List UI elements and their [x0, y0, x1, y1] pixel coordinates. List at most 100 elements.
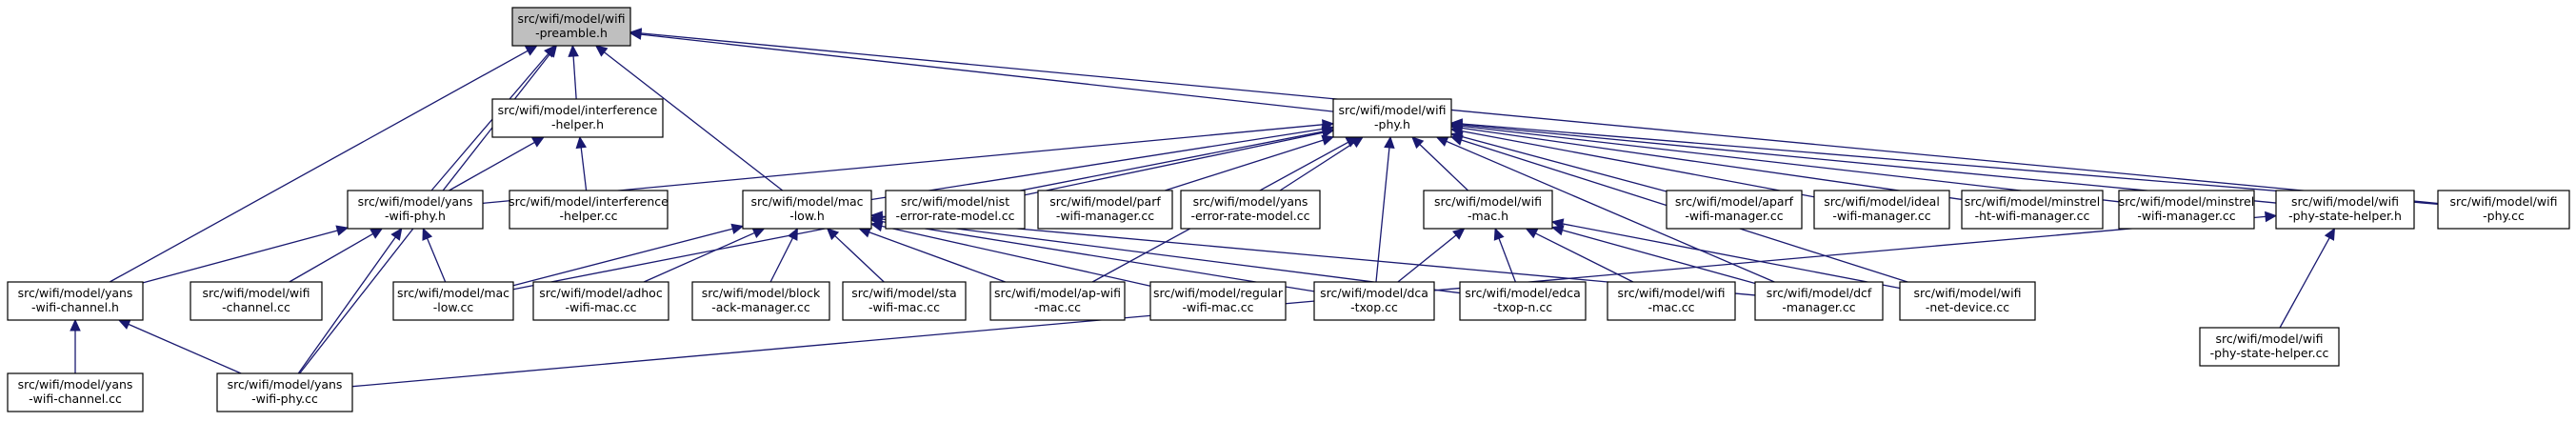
node-label-line: -phy.h — [1374, 117, 1410, 131]
node-state-helper-h[interactable]: src/wifi/model/wifi-phy-state-helper.h — [2275, 190, 2415, 230]
edge-regular-to-mac_low_h — [881, 225, 1151, 287]
node-regular[interactable]: src/wifi/model/regular-wifi-mac.cc — [1149, 281, 1287, 321]
arrowhead-icon — [629, 28, 642, 39]
nodes-layer: src/wifi/model/wifi-preamble.hsrc/wifi/m… — [7, 7, 2570, 412]
edge-yans_channel_h-to-yans_phy_h — [142, 230, 338, 284]
node-label-line: -preamble.h — [535, 26, 608, 40]
node-box — [1459, 281, 1587, 321]
node-label-line: -phy-state-helper.cc — [2210, 346, 2329, 360]
node-yans-err[interactable]: src/wifi/model/yans-error-rate-model.cc — [1180, 190, 1321, 230]
node-block[interactable]: src/wifi/model/block-ack-manager.cc — [691, 281, 830, 321]
node-box — [842, 281, 967, 321]
node-interference-cc[interactable]: src/wifi/model/interference-helper.cc — [509, 190, 669, 230]
node-minstrel-ht[interactable]: src/wifi/model/minstrel-ht-wifi-manager.… — [1961, 190, 2104, 230]
node-box — [1037, 190, 1173, 230]
node-label-line: src/wifi/model/mac — [750, 194, 863, 209]
node-label-line: src/wifi/model/regular — [1153, 286, 1284, 300]
node-dca[interactable]: src/wifi/model/dca-txop.cc — [1313, 281, 1435, 321]
node-label-line: -manager.cc — [1782, 300, 1855, 314]
arrowhead-icon — [545, 45, 558, 58]
node-minstrel[interactable]: src/wifi/model/minstrel-wifi-manager.cc — [2118, 190, 2255, 230]
node-box — [532, 281, 669, 321]
node-wifi-mac-h[interactable]: src/wifi/model/wifi-mac.h — [1423, 190, 1553, 230]
node-box — [511, 7, 631, 47]
edge-wifi_phy_cc-to-wifi_phy_h — [1461, 123, 2439, 205]
edge-minstrel-to-wifi_phy_h — [1461, 125, 2120, 203]
node-label-line: src/wifi/model/minstrel — [1965, 194, 2100, 209]
node-edca[interactable]: src/wifi/model/edca-txop-n.cc — [1459, 281, 1587, 321]
node-label-line: src/wifi/model/minstrel — [2119, 194, 2254, 209]
edge-aparf-to-wifi_phy_h — [1461, 135, 1667, 192]
arrowhead-icon — [335, 225, 349, 236]
node-label-line: -wifi-phy.cc — [251, 392, 318, 406]
arrowhead-icon — [826, 228, 840, 241]
node-ap[interactable]: src/wifi/model/ap-wifi-mac.cc — [989, 281, 1126, 321]
node-mac-low-h[interactable]: src/wifi/model/mac-low.h — [742, 190, 872, 230]
node-yans-phy-cc[interactable]: src/wifi/model/yans-wifi-phy.cc — [216, 372, 353, 412]
node-box — [7, 372, 144, 412]
edge-mac_low_cc-to-yans_phy_h — [426, 237, 447, 283]
edge-mac_low_cc-to-mac_low_h — [512, 228, 733, 287]
edge-interference_h-to-preamble — [572, 55, 577, 100]
node-label-line: -mac.h — [1468, 209, 1508, 223]
arrowhead-icon — [730, 223, 745, 234]
edge-mac_low_h-to-preamble — [604, 51, 784, 191]
edges-layer — [70, 28, 2439, 388]
arrowhead-icon — [1435, 136, 1449, 147]
node-mac-low-cc[interactable]: src/wifi/model/mac-low.cc — [392, 281, 514, 321]
node-label-line: src/wifi/model/nist — [901, 194, 1009, 209]
node-label-line: -channel.cc — [222, 300, 290, 314]
node-ideal[interactable]: src/wifi/model/ideal-wifi-manager.cc — [1813, 190, 1950, 230]
node-yans-channel-cc[interactable]: src/wifi/model/yans-wifi-channel.cc — [7, 372, 144, 412]
arrowhead-icon — [1449, 134, 1464, 146]
node-wifi-phy-h[interactable]: src/wifi/model/wifi-phy.h — [1332, 98, 1452, 138]
node-aparf[interactable]: src/wifi/model/aparf-wifi-manager.cc — [1666, 190, 1803, 230]
node-label-line: -helper.cc — [560, 209, 618, 223]
node-box — [1607, 281, 1736, 321]
node-wifi-channel-cc[interactable]: src/wifi/model/wifi-channel.cc — [190, 281, 323, 321]
arrowhead-icon — [751, 228, 766, 238]
node-label-line: -phy.cc — [2483, 209, 2525, 223]
node-label-line: -wifi-manager.cc — [1685, 209, 1783, 223]
edge-wifi_channel_cc-to-yans_phy_h — [289, 232, 373, 283]
node-box — [1899, 281, 2036, 321]
node-label-line: -ack-manager.cc — [711, 300, 810, 314]
node-nist[interactable]: src/wifi/model/nist-error-rate-model.cc — [885, 190, 1026, 230]
node-label-line: src/wifi/model/wifi — [518, 11, 626, 26]
node-label-line: src/wifi/model/sta — [851, 286, 956, 300]
edge-yans_phy_cc-to-state_helper_h — [351, 215, 2266, 388]
node-label-line: -error-rate-model.cc — [1190, 209, 1309, 223]
node-label-line: src/wifi/model/parf — [1049, 194, 1161, 209]
edge-block-to-mac_low_h — [769, 237, 794, 283]
edge-dca-to-wifi_mac_h — [1397, 234, 1457, 283]
node-sta[interactable]: src/wifi/model/sta-wifi-mac.cc — [842, 281, 967, 321]
node-state-helper-cc[interactable]: src/wifi/model/wifi-phy-state-helper.cc — [2199, 327, 2340, 367]
node-parf[interactable]: src/wifi/model/parf-wifi-manager.cc — [1037, 190, 1173, 230]
node-yans-phy-h[interactable]: src/wifi/model/yans-wifi-phy.h — [347, 190, 484, 230]
edge-edca-to-mac_low_h — [881, 218, 1461, 294]
node-label-line: src/wifi/model/wifi — [2450, 194, 2558, 209]
node-label-line: -low.h — [789, 209, 825, 223]
node-label-line: src/wifi/model/wifi — [1339, 103, 1447, 117]
node-wifi-phy-cc[interactable]: src/wifi/model/wifi-phy.cc — [2437, 190, 2570, 230]
arrowhead-icon — [1321, 126, 1335, 137]
node-label-line: -mac.cc — [1648, 300, 1695, 314]
edge-wifi_mac_h-to-wifi_phy_h — [1419, 144, 1469, 191]
edge-state_helper_h-to-wifi_phy_h — [1461, 124, 2277, 204]
node-adhoc[interactable]: src/wifi/model/adhoc-wifi-mac.cc — [532, 281, 669, 321]
edge-yans_phy_cc-to-yans_channel_h — [128, 323, 242, 374]
node-yans-channel-h[interactable]: src/wifi/model/yans-wifi-channel.h — [7, 281, 144, 321]
node-box — [885, 190, 1026, 230]
edge-state_helper_cc-to-state_helper_h — [2279, 237, 2330, 329]
node-label-line: -error-rate-model.cc — [895, 209, 1014, 223]
node-preamble[interactable]: src/wifi/model/wifi-preamble.h — [511, 7, 631, 47]
node-net-device[interactable]: src/wifi/model/wifi-net-device.cc — [1899, 281, 2036, 321]
node-label-line: src/wifi/model/yans — [18, 286, 133, 300]
node-wifi-mac-cc[interactable]: src/wifi/model/wifi-mac.cc — [1607, 281, 1736, 321]
node-label-line: src/wifi/model/wifi — [2291, 194, 2399, 209]
arrowhead-icon — [1452, 228, 1466, 240]
node-box — [190, 281, 323, 321]
node-dcf[interactable]: src/wifi/model/dcf-manager.cc — [1754, 281, 1884, 321]
node-interference-h[interactable]: src/wifi/model/interference-helper.h — [491, 98, 664, 138]
